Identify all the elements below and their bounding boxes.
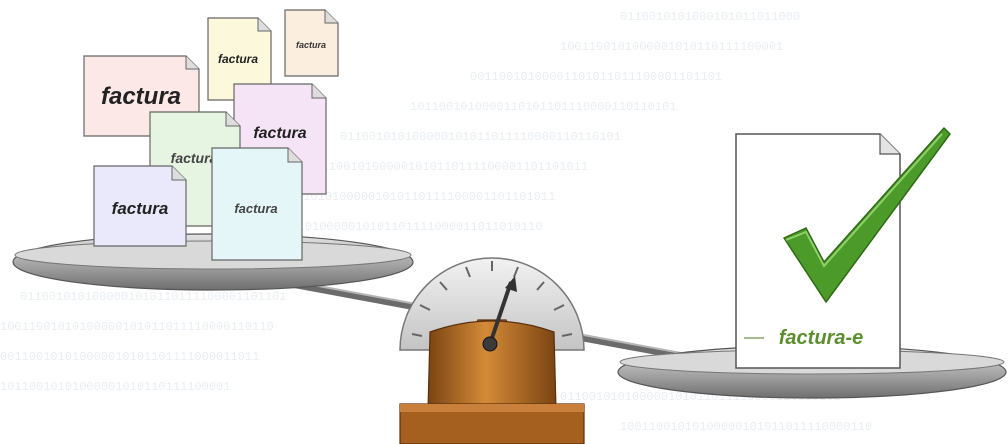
invoice-document: factura	[94, 166, 186, 246]
invoice-label: factura	[101, 83, 181, 110]
paper-invoices-stack: factura factura factura factura factura …	[84, 10, 338, 260]
svg-text:001100101000011010110111000011: 00110010100001101011011100001101101	[470, 70, 722, 84]
svg-text:011001010100000101011011110000: 0110010101000001010110111100001101101	[20, 290, 286, 304]
invoice-label: factura	[296, 40, 326, 50]
svg-text:101100101010000010101101111000: 10110010101000001010110111100001	[0, 380, 230, 394]
invoice-label: factura	[218, 52, 258, 66]
invoice-document: factura	[285, 10, 338, 76]
invoice-document: factura	[212, 148, 302, 260]
invoice-label: factura	[112, 199, 169, 218]
svg-text:101100101000011010110111000011: 1011001010000110101101110000110110101	[410, 100, 676, 114]
electronic-invoice-label: factura-e	[779, 327, 863, 349]
svg-text:001100101010000010101101111000: 001100101010000010101101111000011011	[0, 350, 259, 364]
svg-text:100110010101000001010110111100: 10011001010100000101011011110000110	[620, 420, 872, 434]
svg-text:100110010100000101011011110000: 1001100101000001010110111100001	[560, 40, 783, 54]
svg-text:011001010100000101011011110000: 011001010100000101011011110000110110101	[340, 130, 621, 144]
svg-text:100110010101000001010110111100: 10011001010100000101011011110000110110	[0, 320, 274, 334]
svg-text:100110010100000101011011110000: 1001100101000001010110111100001101101011	[300, 160, 588, 174]
invoice-label: factura	[253, 125, 306, 142]
svg-text:0110010101000101011011000: 0110010101000101011011000	[620, 10, 800, 24]
invoice-label: factura	[234, 201, 277, 216]
invoice-label: factura	[171, 150, 218, 166]
